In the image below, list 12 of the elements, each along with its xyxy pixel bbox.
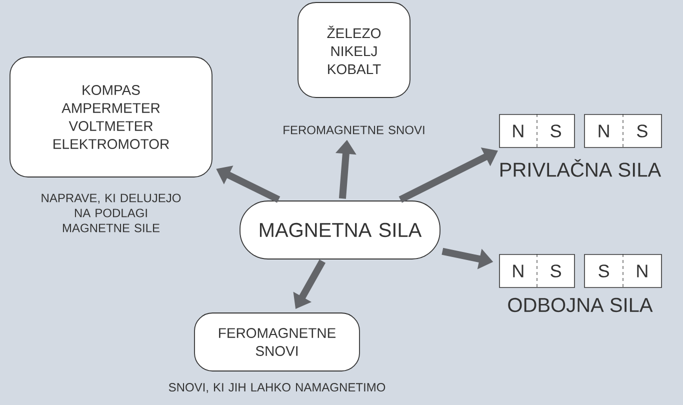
- node-label: FEROMAGNETNE SNOVI: [284, 126, 424, 134]
- rounded-box: ŽELEZO NIKELJ KOBALT: [298, 2, 410, 98]
- rounded-box: FEROMAGNETNE SNOVI: [194, 312, 360, 372]
- node-label: NAPRAVE, KI DELUJEJO NA PODLAGI MAGNETNE SILE: [42, 194, 181, 232]
- magnet: S N: [584, 254, 662, 288]
- magnet: N S: [499, 114, 575, 148]
- magnet: N S: [499, 254, 575, 288]
- rounded-box: KOMPAS AMPERMETER VOLTMETER ELEKTROMOTOR: [10, 56, 212, 178]
- node-label: SNOVI, KI JIH LAHKO NAMAGNETIMO: [168, 383, 386, 393]
- magnet: N S: [584, 114, 662, 148]
- force-label: PRIVLAČNA SILA: [500, 159, 662, 177]
- force-label: ODBOJNA SILA: [508, 298, 653, 312]
